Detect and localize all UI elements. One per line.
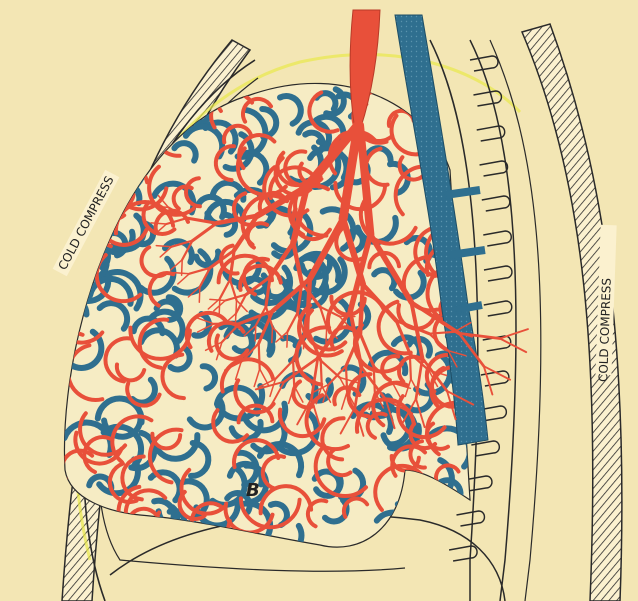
artery-branch bbox=[259, 343, 260, 369]
artery-branch bbox=[410, 353, 411, 379]
artery-branch bbox=[293, 360, 294, 386]
artery-branch bbox=[307, 279, 310, 328]
artery-branch bbox=[321, 361, 322, 387]
artery-branch bbox=[272, 327, 273, 342]
artery-branch bbox=[219, 299, 220, 315]
artery-branch bbox=[326, 327, 327, 343]
artery-branch bbox=[360, 284, 363, 333]
artery-branch bbox=[255, 326, 256, 342]
artery-branch bbox=[287, 332, 288, 347]
artery-branch bbox=[199, 287, 200, 303]
artery-branch bbox=[182, 260, 183, 276]
artery-branch bbox=[236, 300, 237, 316]
region-marker-b: B bbox=[246, 480, 260, 501]
artery-branch bbox=[374, 366, 375, 392]
